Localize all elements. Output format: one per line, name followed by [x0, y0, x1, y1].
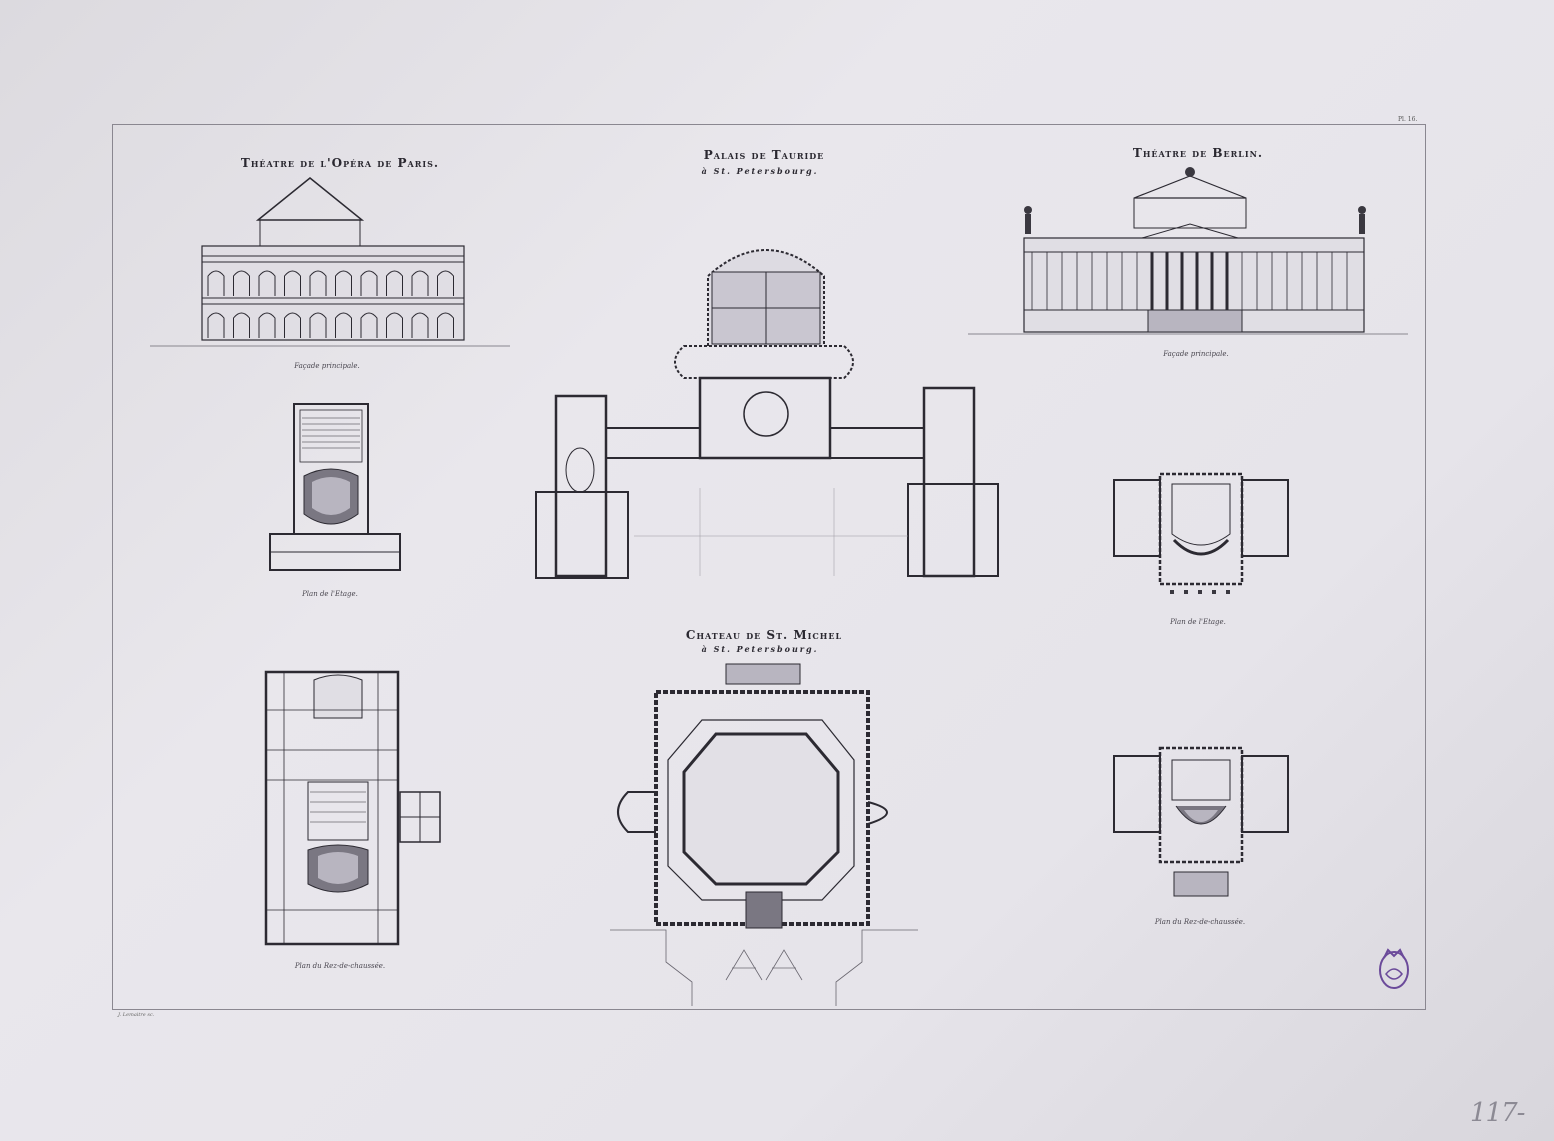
opera-facade-arch	[258, 312, 276, 338]
tauride-palace-plan	[535, 249, 999, 579]
opera-facade-arch	[335, 312, 352, 338]
berlin-facade-pilasters	[1031, 252, 1348, 310]
opera-facade-arch	[284, 312, 301, 338]
berlin-theatre-facade	[968, 167, 1408, 335]
tauride-subtitle: à St. Petersbourg.	[701, 166, 819, 176]
opera-ground-plan-caption: Plan du Rez-de-chaussée.	[294, 962, 386, 970]
opera-facade-arch	[207, 312, 225, 338]
opera-facade-arcade	[207, 270, 454, 338]
opera-paris-title: Théatre de l'Opéra de Paris.	[240, 156, 440, 170]
berlin-title: Théatre de Berlin.	[1132, 146, 1264, 160]
opera-paris-ground-plan	[264, 670, 441, 946]
opera-facade-arch	[386, 270, 403, 296]
opera-facade-arch	[360, 312, 378, 338]
berlin-facade-caption: Façade principale.	[1163, 350, 1229, 358]
opera-facade-arch	[437, 312, 454, 338]
opera-facade-arch	[386, 312, 403, 338]
opera-upper-plan-caption: Plan de l'Etage.	[302, 590, 358, 598]
berlin-ground-plan	[1113, 746, 1289, 897]
st-michel-subtitle: à St. Petersbourg.	[701, 644, 819, 654]
opera-paris-facade	[150, 177, 510, 347]
berlin-ground-plan-caption: Plan du Rez-de-chaussée.	[1154, 918, 1246, 926]
opera-facade-arch	[411, 270, 429, 296]
st-michel-castle-plan	[610, 663, 918, 1006]
plate-number: Pl. 16.	[1398, 116, 1418, 123]
opera-facade-arch	[207, 270, 225, 296]
handwritten-inventory-number: 117-	[1470, 1098, 1525, 1128]
opera-facade-arch	[360, 270, 378, 296]
berlin-upper-plan-caption: Plan de l'Etage.	[1170, 618, 1226, 626]
opera-facade-arch	[233, 270, 250, 296]
opera-paris-upper-plan	[269, 403, 401, 571]
opera-facade-arch	[309, 270, 327, 296]
plate-border	[112, 124, 1426, 1010]
opera-facade-arch	[411, 312, 429, 338]
library-seal-stamp	[1379, 948, 1409, 989]
opera-facade-arch	[233, 312, 250, 338]
st-michel-title: Chateau de St. Michel	[685, 628, 843, 642]
berlin-upper-plan	[1113, 472, 1289, 594]
opera-facade-arch	[284, 270, 301, 296]
engraver-credit: J. Lemaitre sc.	[118, 1012, 155, 1018]
opera-facade-arch	[437, 270, 454, 296]
opera-facade-arch	[258, 270, 276, 296]
opera-facade-caption: Façade principale.	[294, 362, 360, 370]
opera-facade-arch	[309, 312, 327, 338]
tauride-title: Palais de Tauride	[703, 148, 825, 162]
opera-facade-arch	[335, 270, 352, 296]
